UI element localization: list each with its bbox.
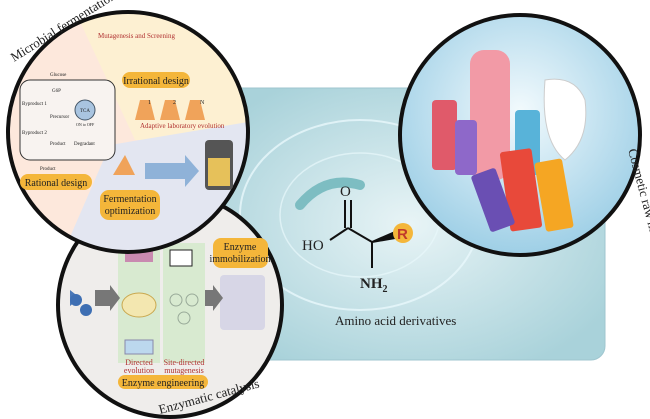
flask-step: 1	[148, 100, 151, 106]
flask-icon	[135, 100, 205, 120]
ale-label: Adaptive laboratory evolution	[140, 122, 225, 130]
cell-diagram	[19, 79, 116, 161]
atom-ho: HO	[302, 238, 324, 254]
flask-step: N	[200, 100, 205, 106]
directed-label-2: evolution	[124, 366, 154, 375]
amino-acid-structure	[329, 200, 396, 268]
directed-label-1: Directed	[125, 358, 153, 367]
flask-icon	[113, 155, 135, 175]
atom-nh2: NH2	[360, 276, 388, 295]
byproduct1-label: Byproduct 1	[22, 102, 47, 107]
irrational-label: Irrational design	[123, 76, 189, 87]
byproduct2-label: Byproduct 2	[22, 131, 47, 136]
candle	[432, 100, 457, 170]
arrow-icon	[95, 285, 120, 311]
flask-step: 2	[173, 100, 176, 106]
colony-plate	[121, 292, 157, 318]
monitor-icon	[169, 249, 193, 267]
face-mask	[543, 78, 587, 161]
arrow-icon	[145, 155, 199, 187]
tca-label: TCA	[80, 109, 90, 114]
engineering-label: Enzyme engineering	[122, 378, 204, 389]
site-label-2: mutagenesis	[164, 366, 204, 375]
center-title: Amino acid derivatives	[335, 313, 456, 328]
degradant-label: Degradant	[74, 142, 95, 147]
immobilization-label-2: immobilization	[209, 254, 270, 265]
immobilization-label-1: Enzyme	[224, 242, 257, 253]
r-group-badge	[393, 223, 413, 243]
rational-label: Rational design	[25, 178, 88, 189]
atom-o: O	[340, 184, 351, 200]
enzymatic-circle: Enzyme immobilization Directed evolution…	[56, 191, 284, 419]
mutagenesis-label: Mutagenesis and Screening	[98, 32, 175, 40]
fermentation-label-2: optimization	[105, 206, 156, 217]
atom-r: R	[397, 226, 408, 243]
product-label: Product	[50, 142, 66, 147]
onoff-label: ON to OFF	[76, 122, 95, 127]
g6p-label: G6P	[52, 89, 61, 94]
fermentation-label-1: Fermentation	[103, 194, 156, 205]
precursor-label: Precursor	[50, 115, 69, 120]
lotion-bottle	[470, 50, 510, 180]
glucose-label: Glucose	[50, 73, 67, 78]
product-out-label: Product	[40, 167, 56, 172]
bacterium-icon	[295, 177, 365, 210]
site-label-1: Site-directed	[164, 358, 205, 367]
